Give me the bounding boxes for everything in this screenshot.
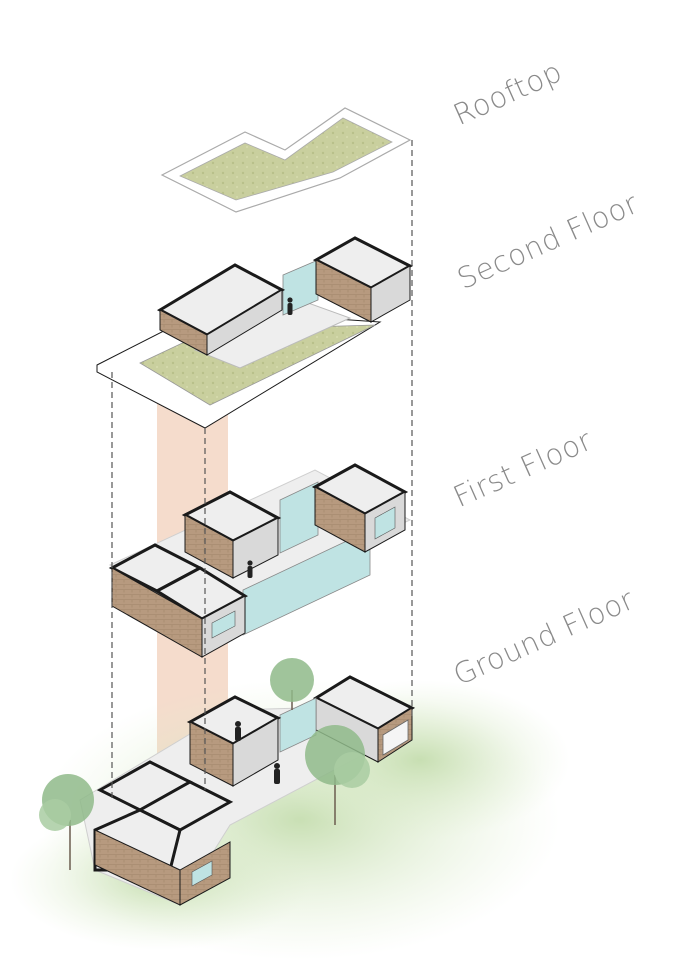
second-floor-level bbox=[96, 236, 414, 429]
ground-floor-level bbox=[10, 658, 570, 960]
first-floor-level bbox=[108, 463, 412, 658]
person-figure bbox=[235, 721, 241, 741]
room-wall bbox=[314, 486, 366, 553]
room-wall bbox=[184, 514, 234, 579]
rooftop-green-roof bbox=[179, 117, 393, 201]
glass-facade bbox=[279, 481, 319, 554]
room-wall bbox=[206, 289, 283, 356]
window bbox=[191, 860, 213, 887]
person-figure bbox=[247, 560, 253, 578]
rooftop-level bbox=[160, 107, 412, 213]
window bbox=[211, 610, 236, 639]
person-figure bbox=[274, 763, 280, 784]
garage-door bbox=[382, 719, 409, 756]
window bbox=[374, 506, 396, 540]
room-wall bbox=[189, 721, 234, 787]
tree bbox=[305, 725, 370, 825]
tree bbox=[39, 774, 94, 870]
alignment-guides bbox=[111, 140, 413, 800]
tree bbox=[270, 658, 314, 710]
room-wall bbox=[315, 259, 372, 323]
person-figure bbox=[287, 297, 293, 315]
